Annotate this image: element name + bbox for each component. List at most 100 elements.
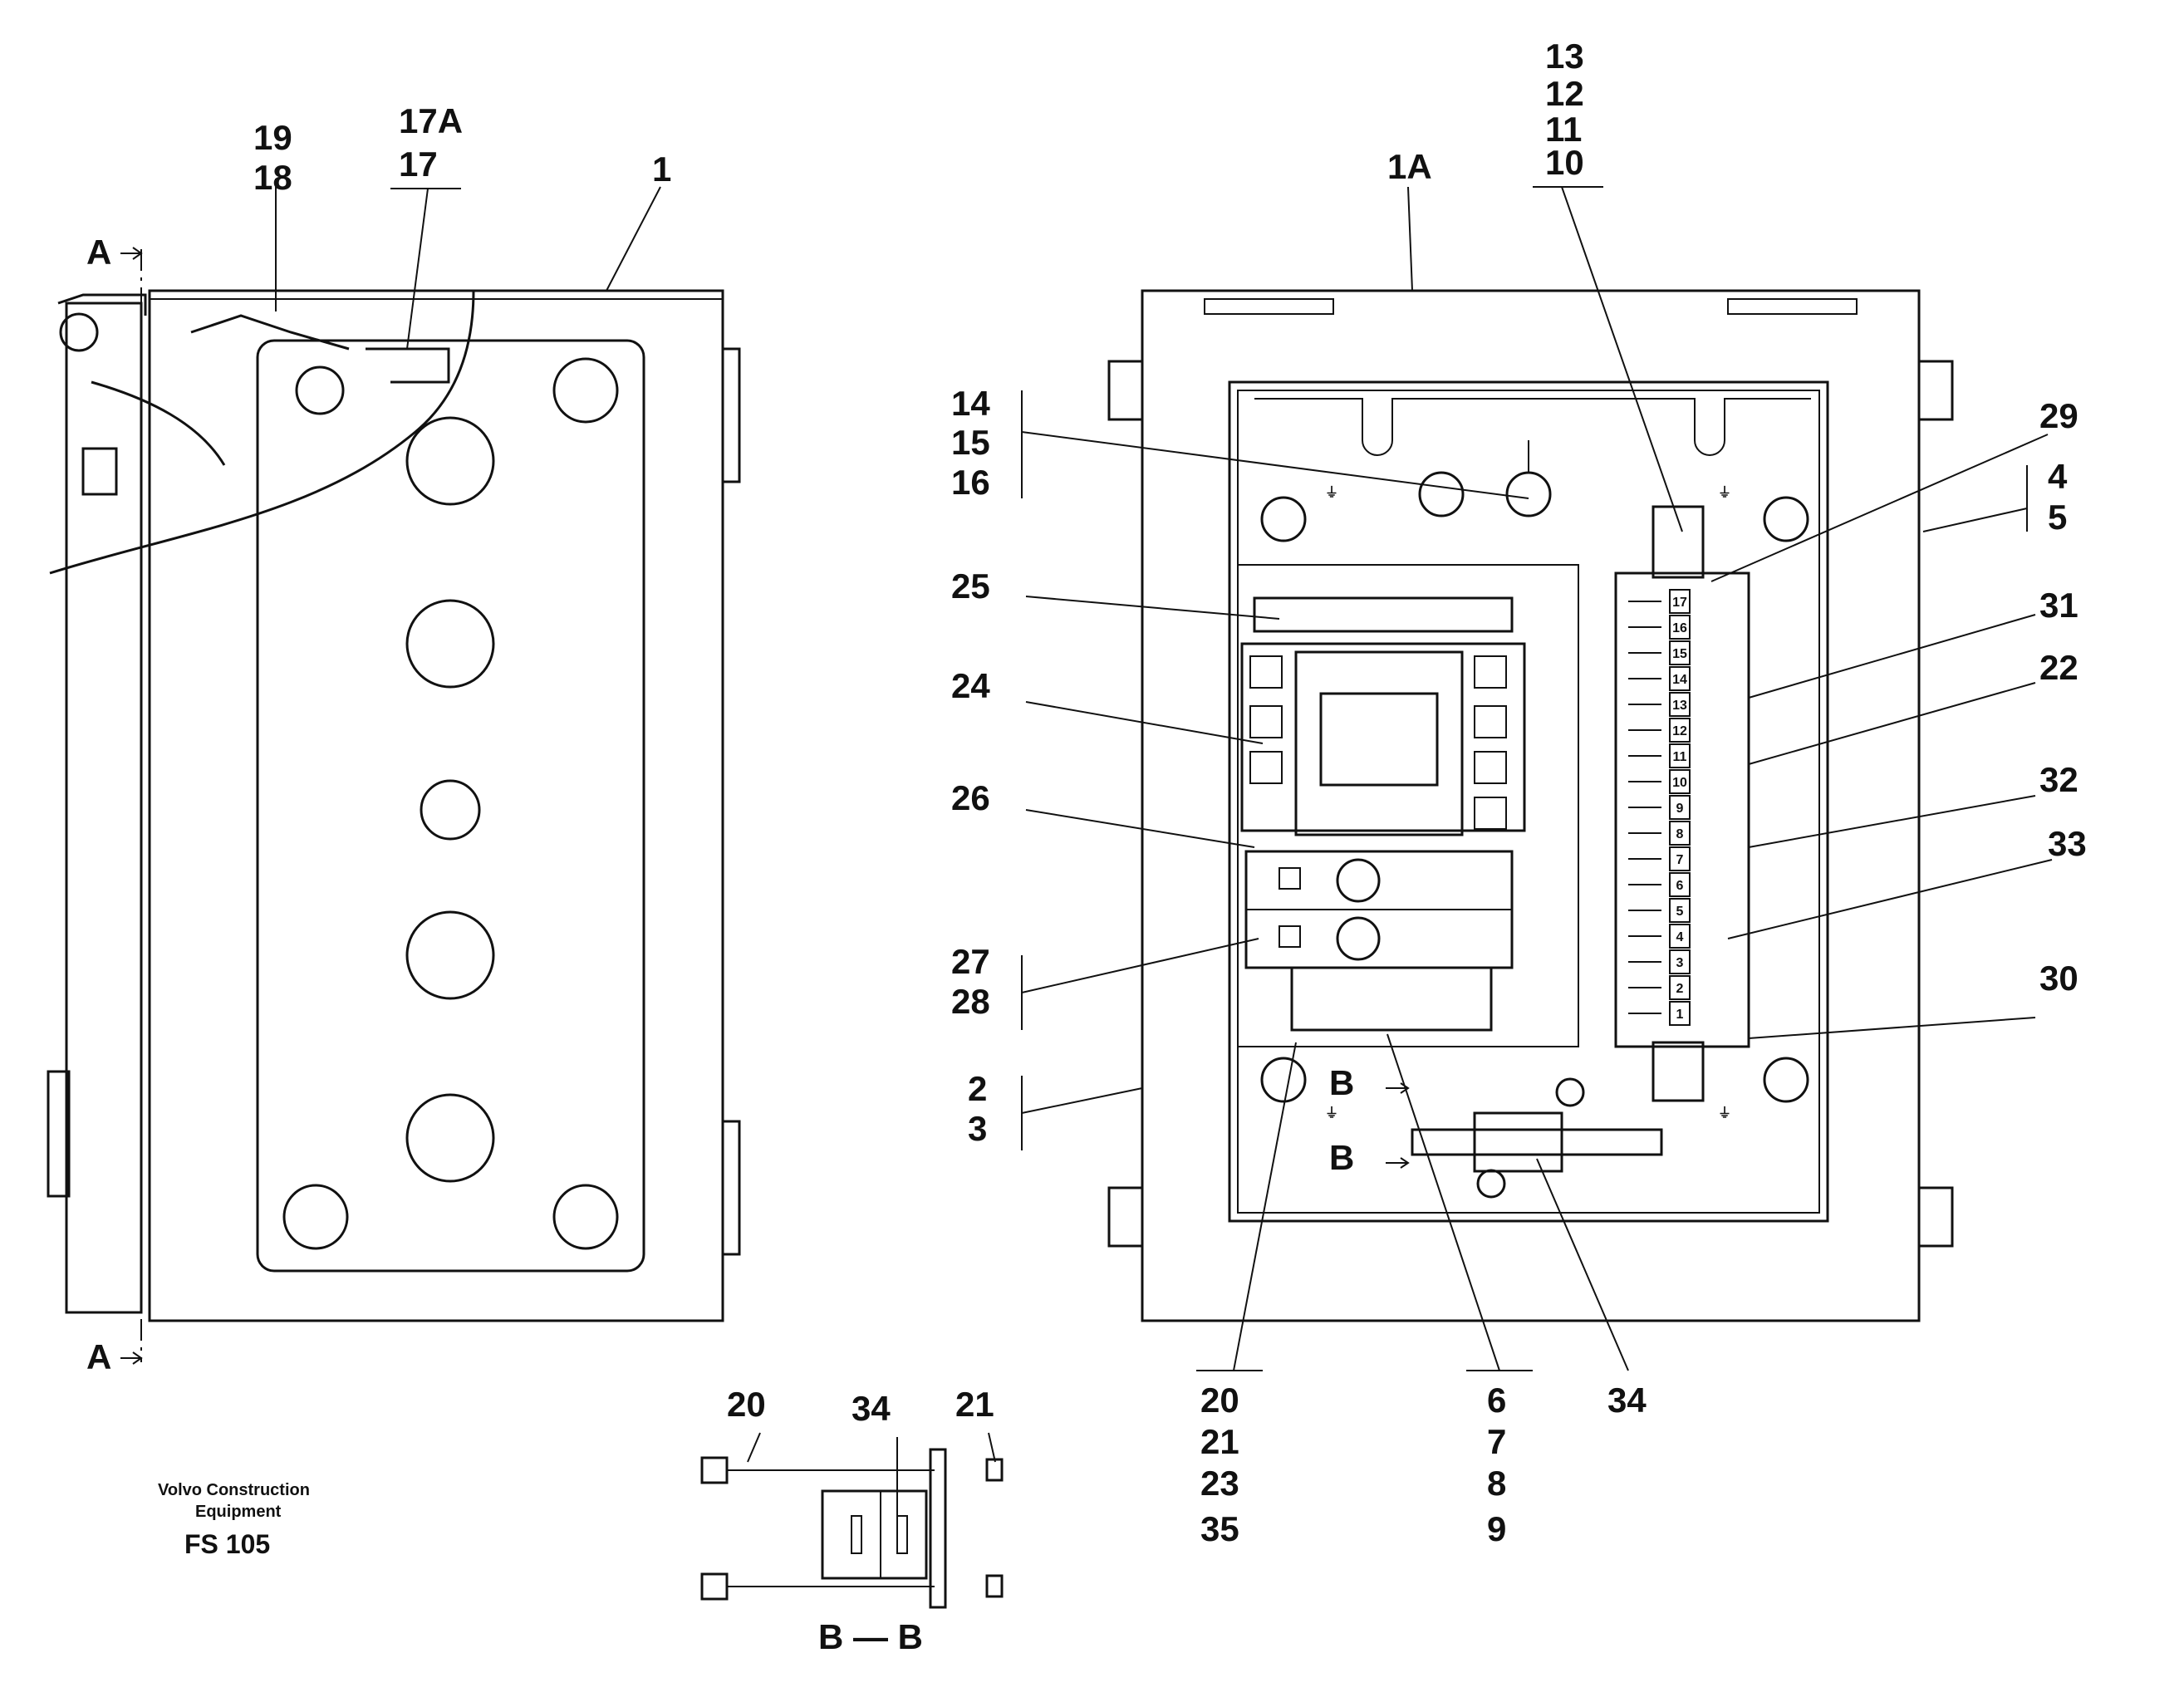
backplate-top-edge [1254, 398, 1811, 456]
terminal-number: 5 [1676, 905, 1684, 919]
ground-terminal-2 [1505, 471, 1552, 517]
plate-hole-4 [405, 910, 495, 1000]
terminal-number: 11 [1673, 750, 1687, 764]
terminal-cell [1669, 589, 1691, 614]
section-arrow-b2 [1386, 1157, 1410, 1169]
leader-34 [1536, 1158, 1629, 1371]
corner-screw-tr [1763, 496, 1809, 542]
mounting-plate [256, 339, 645, 1273]
side-bolt-tr [1917, 360, 1954, 421]
ground-terminal-1 [1418, 471, 1465, 517]
terminal-number: 7 [1676, 853, 1684, 867]
leader-22 [1748, 682, 2036, 765]
label-b2: B [1329, 1138, 1354, 1177]
label-a-top: A [86, 233, 111, 272]
label-1a: 1A [1387, 147, 1432, 186]
nut-upper [985, 1458, 1004, 1482]
cutaway-curve [49, 290, 475, 575]
label-12: 12 [1545, 74, 1584, 113]
leader-6 [1386, 1033, 1500, 1371]
label-b1: B [1329, 1063, 1354, 1102]
label-21: 21 [1200, 1422, 1239, 1461]
terminal-number: 13 [1672, 699, 1687, 713]
plate-hole-3 [420, 779, 481, 841]
label-8: 8 [1487, 1464, 1506, 1503]
caption-line1: Volvo Construction [158, 1481, 310, 1499]
leader-20 [1233, 1042, 1297, 1371]
contactor-actuator [1319, 692, 1439, 787]
latch-spring [91, 380, 226, 466]
terminal-cell [1669, 666, 1691, 691]
terminal-number: 2 [1676, 982, 1684, 996]
label-31: 31 [2039, 586, 2078, 625]
contactor-top [1253, 596, 1514, 633]
box-front [1141, 289, 1921, 1322]
label-9: 9 [1487, 1509, 1506, 1548]
seal-strip-left [1204, 298, 1334, 315]
leader-26 [1025, 809, 1255, 848]
terminal-number: 9 [1676, 802, 1684, 816]
label-25: 25 [951, 566, 990, 606]
label-5: 5 [2048, 498, 2067, 537]
terminal-number: 3 [1676, 956, 1684, 970]
terminal-cell [1669, 846, 1691, 871]
label-1: 1 [652, 150, 671, 189]
section-b-b-label: B — B [818, 1617, 923, 1656]
terminal-cell [1669, 872, 1691, 897]
label-29: 29 [2039, 396, 2078, 435]
resistor-section [821, 1489, 928, 1580]
leader-27-28 [1021, 938, 1259, 993]
plate-hole-1 [405, 416, 495, 506]
terminal-cell [1669, 975, 1691, 1000]
latch-linkage [190, 314, 350, 351]
leader-30 [1748, 1017, 2036, 1039]
resistor-34 [1473, 1111, 1563, 1173]
plate-hole-2 [405, 599, 495, 689]
section-arrow-b1 [1386, 1082, 1410, 1094]
terminal-cell [1669, 795, 1691, 820]
leader-1a [1407, 186, 1413, 292]
section-b-b: 20 34 21 B — B [700, 1385, 1004, 1656]
terminal-number: 16 [1672, 621, 1687, 635]
terminal-cell [1669, 640, 1691, 665]
breaker-base [1290, 966, 1493, 1032]
corner-screw-tl [1260, 496, 1307, 542]
label-32: 32 [2039, 760, 2078, 799]
inner-enclosure [1228, 380, 1829, 1223]
label-34: 34 [1607, 1381, 1647, 1420]
nut-lower [985, 1574, 1004, 1598]
leader-1 [606, 186, 661, 292]
terminal-cell [1669, 898, 1691, 923]
wire-loop [1238, 564, 1579, 1047]
lid-section [65, 302, 143, 1314]
terminal-number: 15 [1672, 647, 1687, 661]
resistor-screw-bottom [1476, 1169, 1506, 1199]
hinge-pin [59, 312, 99, 352]
side-view: A A 19 18 17A [47, 101, 741, 1376]
label-13: 13 [1545, 37, 1584, 76]
label-3: 3 [968, 1109, 987, 1148]
label-33: 33 [2048, 824, 2087, 863]
leader-2-3 [1021, 1087, 1143, 1114]
terminal-cell [1669, 821, 1691, 846]
breaker-knob-1 [1336, 858, 1381, 903]
label-2: 2 [968, 1069, 987, 1108]
label-16: 16 [951, 463, 990, 502]
ground-mark-1: ⏚ [1325, 485, 1338, 500]
label-4: 4 [2048, 457, 2068, 496]
resistor-screw-top [1555, 1077, 1585, 1107]
seal-strip-right [1727, 298, 1858, 315]
corner-screw-br [1763, 1057, 1809, 1103]
label-14: 14 [951, 384, 990, 423]
plate-bolt-tr [552, 357, 619, 424]
ground-mark-3: ⏚ [1325, 1106, 1338, 1121]
label-18: 18 [253, 158, 292, 197]
bracket-plate [929, 1448, 947, 1609]
plate-hole-5 [405, 1093, 495, 1183]
terminal-number: 10 [1672, 776, 1687, 790]
label-6: 6 [1487, 1381, 1506, 1420]
label-22: 22 [2039, 648, 2078, 687]
terminal-cell [1669, 692, 1691, 717]
